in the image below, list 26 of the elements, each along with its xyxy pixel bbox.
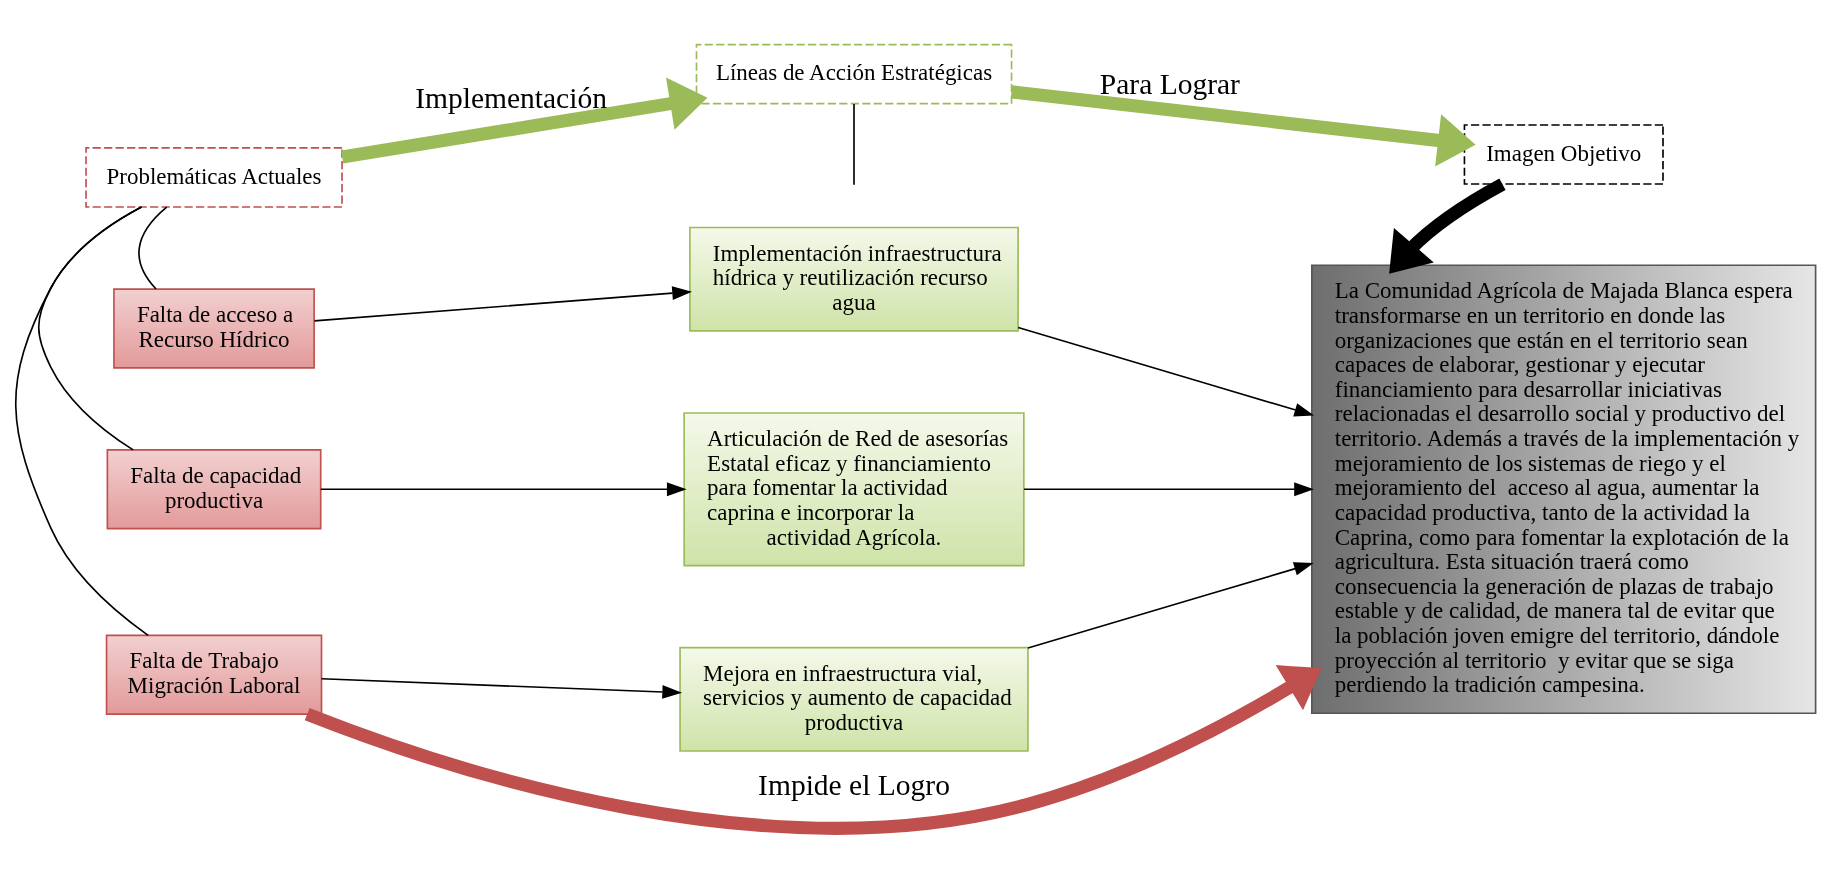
node-box: Imagen Objetivo <box>1463 123 1664 185</box>
node-box: Articulación de Red de asesorías Estatal eficaz y financiamiento para fomentar la actividad caprina e incorporar la actividad Agrícola. <box>683 411 1025 566</box>
node-box: Problemáticas Actuales <box>85 146 343 208</box>
arrow <box>1017 326 1315 417</box>
node-box: Falta de Trabajo Migración Laboral <box>105 634 323 715</box>
arrow <box>1389 178 1506 274</box>
arrow <box>304 664 1322 835</box>
arrow <box>313 285 692 322</box>
connector <box>15 205 149 636</box>
node-box: Falta de capacidad productiva <box>106 448 322 529</box>
edge-label: Impide el Logro <box>758 768 950 801</box>
node-box: La Comunidad Agrícola de Majada Blanca espera transformarse en un territorio en donde las organizaciones que están en el territorio sean capaces de elaborar, gestionar y ejecutar financiamiento para desarrollar iniciativas relacionadas el desarrollo social y productivo del territorio. Además a través de la implementación y mejoramiento de los sistemas de riego y el mejoramiento del acceso al agua, aumentar la capacidad productiva, tanto de la actividad la Caprina, como para fomentar la explotación de la agricultura. Esta situación traerá como consecuencia la generación de plazas de trabajo estable y de calidad, de manera tal de evitar que la población joven emigre del territorio, dándole proyección al territorio y evitar que se siga perdiendo la tradición campesina. <box>1311 263 1817 714</box>
arrow <box>341 77 708 163</box>
node-box: Falta de acceso a Recurso Hídrico <box>113 287 315 369</box>
edge-label: Para Lograr <box>1099 67 1240 100</box>
arrow <box>1027 561 1314 649</box>
connector <box>853 102 855 186</box>
arrow <box>1010 84 1476 167</box>
arrow <box>1023 481 1314 496</box>
node-box: Líneas de Acción Estratégicas <box>695 43 1013 104</box>
arrow <box>320 481 687 496</box>
node-box: Implementación infraestructura hídrica y reutilización recurso agua <box>689 226 1019 332</box>
edge-label: Implementación <box>415 81 607 114</box>
connector <box>138 205 168 290</box>
node-box: Mejora en infraestructura vial, servicios y aumento de capacidad productiva <box>679 646 1029 752</box>
arrow <box>320 677 683 699</box>
